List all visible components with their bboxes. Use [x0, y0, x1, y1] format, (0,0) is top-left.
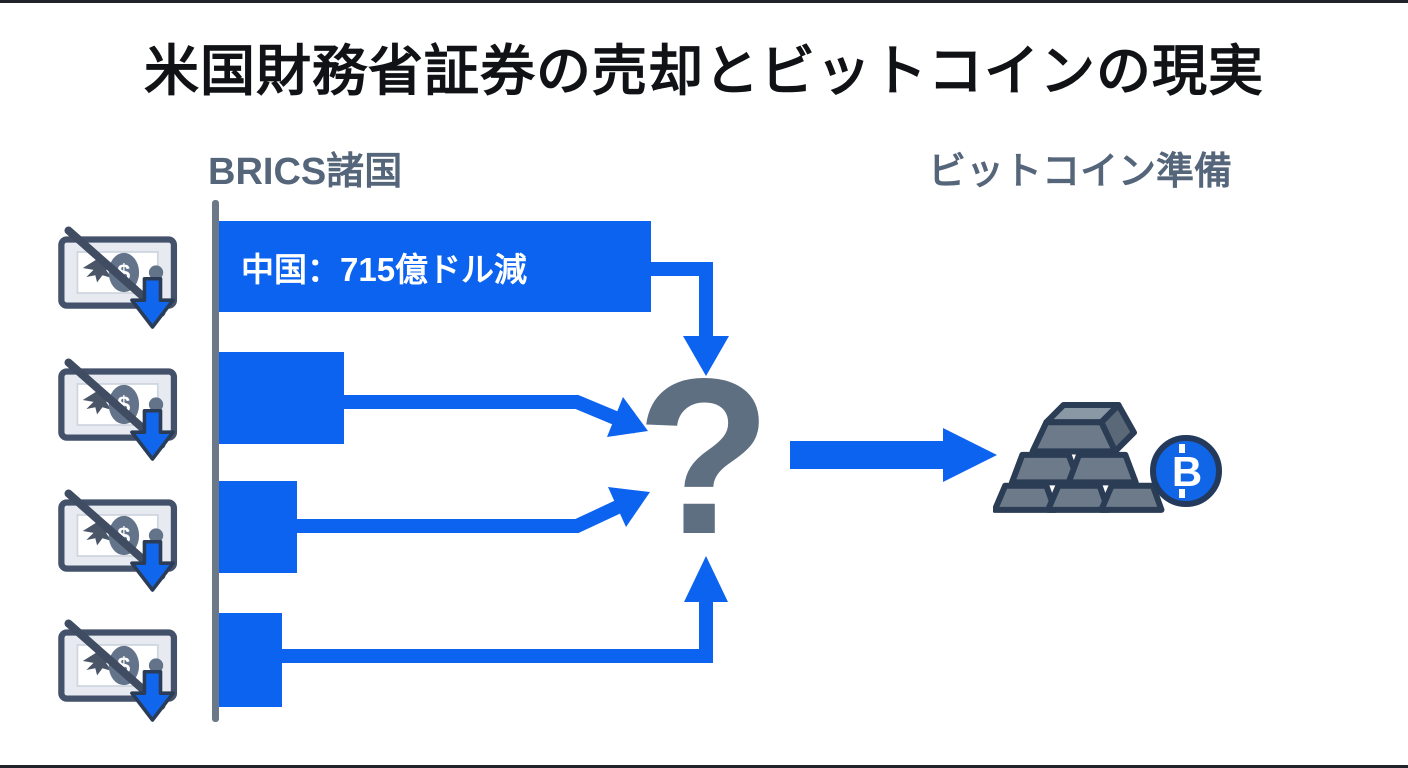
- connector-arrow-bar4: [281, 602, 713, 663]
- gold-bars-icon: [993, 402, 1165, 513]
- connector-arrow-bar1: [650, 262, 713, 338]
- bitcoin-bottom-prong: [1179, 489, 1185, 498]
- bitcoin-icon: B: [1150, 435, 1222, 507]
- bottom-ingot-center: [1045, 482, 1112, 513]
- bottom-border-line: [0, 765, 1408, 768]
- top-border-line: [0, 0, 1408, 3]
- bar-label: 中国：715億ドル減: [241, 250, 528, 288]
- bitcoin-letter: B: [1172, 448, 1202, 495]
- bar-row-3: [219, 481, 297, 573]
- bar-row-2: [219, 352, 344, 444]
- connector-arrow-bar2: [343, 395, 640, 434]
- top-ingot-front-face: [1029, 419, 1119, 455]
- bitcoin-top-prong: [1179, 444, 1185, 453]
- bar-row-1: 中国：715億ドル減: [219, 221, 651, 312]
- page-title: 米国財務省証券の売却とビットコインの現実: [143, 40, 1264, 102]
- connector-arrow-bar3: [295, 490, 642, 533]
- down-arrow-icon: [130, 408, 175, 461]
- brics-section-label: BRICS諸国: [208, 151, 403, 193]
- dollar-bill-crossed-icon: $: [58, 358, 178, 461]
- bar-row-4: [219, 613, 282, 707]
- question-mark: ?: [636, 333, 772, 581]
- down-arrow-icon: [130, 539, 175, 592]
- bill-right-dot: [148, 265, 164, 280]
- bill-right-dot: [148, 528, 164, 543]
- bottom-ingot-left: [993, 482, 1058, 513]
- bill-right-dot: [148, 397, 164, 412]
- dollar-bill-crossed-icon: $: [58, 226, 178, 329]
- big-right-arrow-icon: [790, 428, 997, 482]
- bottom-ingot-right: [1098, 482, 1165, 513]
- dollar-bill-crossed-icon: $: [58, 619, 178, 722]
- down-arrow-icon: [130, 669, 175, 722]
- dollar-bill-crossed-icon: $: [58, 489, 178, 592]
- bitcoin-reserve-section-label: ビットコイン準備: [928, 151, 1233, 193]
- middle-ingot-right: [1065, 451, 1139, 486]
- bitcoin-coin-circle: [1150, 435, 1222, 507]
- down-arrow-icon: [130, 276, 175, 329]
- bill-right-dot: [148, 658, 164, 673]
- chart-baseline-axis: [212, 200, 219, 722]
